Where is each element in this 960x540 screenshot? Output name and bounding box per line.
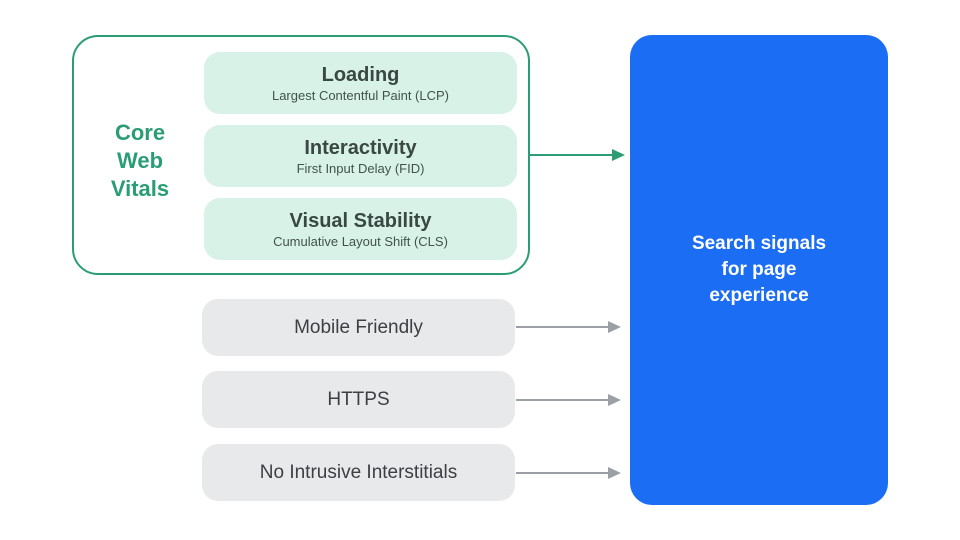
- vital-title: Interactivity: [304, 136, 417, 159]
- vital-card-visual-stability: Visual Stability Cumulative Layout Shift…: [204, 198, 517, 260]
- core-web-vitals-label-line: Core: [114, 120, 166, 145]
- search-signals-line: for page: [721, 259, 797, 280]
- signal-pill-no-intrusive-interstitials: No Intrusive Interstitials: [202, 444, 515, 501]
- core-web-vitals-group: Core Web Vitals Loading Largest Contentf…: [72, 35, 530, 275]
- arrow-core-web-vitals-to-search-signals: [530, 149, 625, 161]
- signal-pill-https: HTTPS: [202, 371, 515, 428]
- vital-subtitle: First Input Delay (FID): [296, 160, 425, 176]
- arrow-mobile-friendly-to-search-signals: [516, 321, 621, 333]
- signal-pill-mobile-friendly: Mobile Friendly: [202, 299, 515, 356]
- signal-label: Mobile Friendly: [294, 316, 423, 338]
- core-web-vitals-label: Core Web Vitals: [76, 119, 204, 203]
- search-signals-line: experience: [709, 285, 809, 306]
- signal-label: No Intrusive Interstitials: [259, 461, 458, 483]
- arrow-https-to-search-signals: [516, 394, 621, 406]
- vital-card-loading: Loading Largest Contentful Paint (LCP): [204, 52, 517, 114]
- vital-title: Visual Stability: [289, 209, 432, 232]
- search-signals-box: Search signals for page experience: [630, 35, 888, 505]
- vital-card-interactivity: Interactivity First Input Delay (FID): [204, 125, 517, 187]
- search-signals-line: Search signals: [691, 233, 827, 254]
- vital-title: Loading: [321, 63, 400, 86]
- signal-label: HTTPS: [327, 388, 390, 410]
- vital-subtitle: Largest Contentful Paint (LCP): [271, 87, 450, 103]
- vital-subtitle: Cumulative Layout Shift (CLS): [273, 233, 448, 249]
- arrow-no-intrusive-interstitials-to-search-signals: [516, 467, 621, 479]
- core-web-vitals-label-line: Web: [116, 148, 164, 173]
- core-web-vitals-label-line: Vitals: [110, 176, 170, 201]
